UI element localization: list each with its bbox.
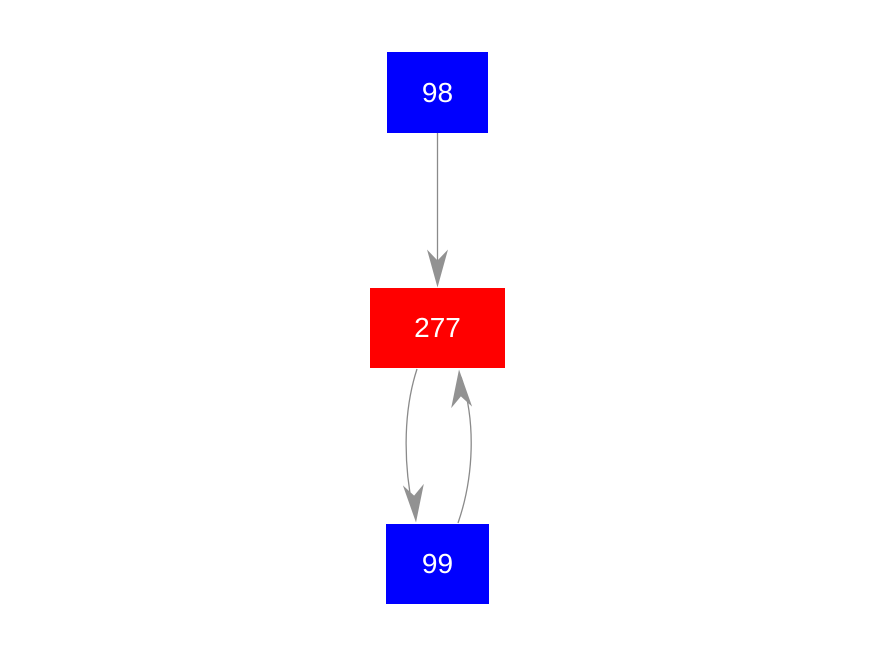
node-98: 98: [387, 52, 488, 133]
edge-277-to-99: [402, 368, 427, 524]
arrowhead-down-icon: [402, 483, 427, 524]
node-99-label: 99: [421, 548, 454, 579]
edge-99-to-277: [448, 368, 473, 524]
node-277-label: 277: [414, 312, 461, 343]
node-277: 277: [370, 288, 505, 368]
arrowhead-up-icon: [448, 368, 473, 409]
node-98-label: 98: [421, 76, 454, 108]
edge-98-to-277: [427, 133, 448, 288]
node-99: 99: [386, 524, 489, 604]
